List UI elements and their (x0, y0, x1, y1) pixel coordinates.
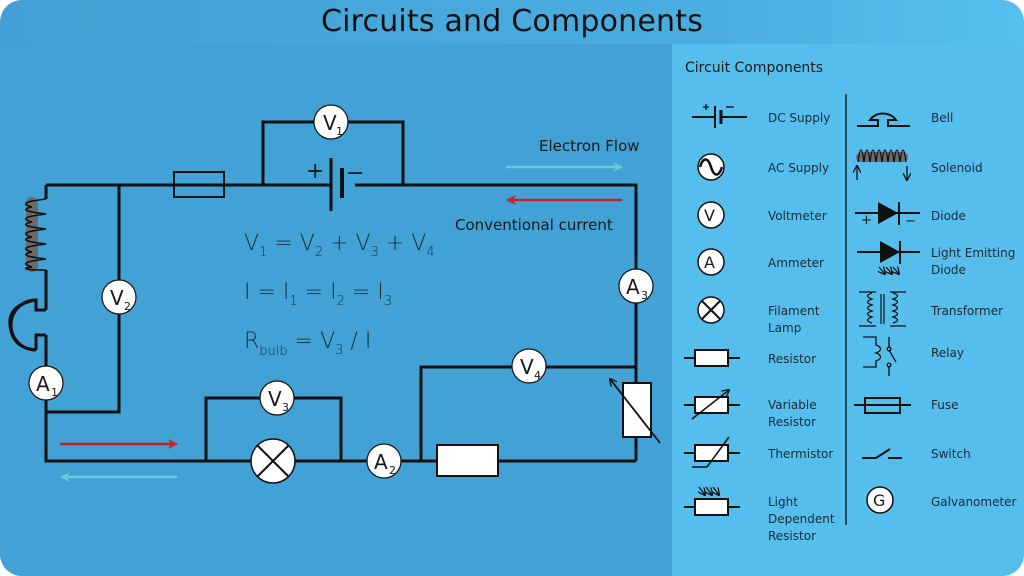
transformer-icon (859, 291, 906, 327)
thermistor-icon (684, 436, 740, 468)
components-panel (672, 44, 1024, 576)
label-filament-lamp-1: Filament (768, 304, 820, 318)
label-fuse: Fuse (931, 398, 959, 412)
label-variable-resistor-1: Variable (768, 398, 817, 412)
label-relay: Relay (931, 346, 964, 360)
equation-resistance: Rbulb = V3 / I (244, 329, 371, 359)
svg-text:V: V (268, 387, 282, 411)
svg-text:3: 3 (641, 289, 648, 302)
fuse-component (173, 171, 225, 198)
label-bell: Bell (931, 111, 953, 125)
svg-text:+: + (861, 213, 872, 228)
label-ldr-1: Light (768, 495, 798, 509)
label-voltmeter: Voltmeter (768, 209, 827, 223)
svg-text:A: A (704, 253, 715, 272)
voltmeter-v4: V 4 (511, 348, 547, 384)
bell-component (8, 298, 46, 352)
filament-lamp-icon (697, 296, 725, 324)
svg-text:A: A (36, 372, 50, 396)
variable-resistor-icon (684, 390, 740, 420)
ammeter-a2: A 2 (366, 443, 402, 479)
filament-lamp-component (250, 438, 296, 484)
svg-text:2: 2 (389, 464, 396, 477)
battery-component (329, 158, 355, 211)
conventional-current-label: Conventional current (455, 216, 613, 234)
label-transformer: Transformer (930, 304, 1003, 318)
svg-text:V: V (110, 286, 124, 310)
legend-heading: Circuit Components (685, 60, 823, 76)
label-switch: Switch (931, 447, 971, 461)
voltmeter-v2: V 2 (101, 279, 137, 315)
page-title: Circuits and Components (320, 4, 704, 39)
resistor-component (436, 444, 499, 477)
label-solenoid: Solenoid (931, 161, 983, 175)
ammeter-a1: A 1 (28, 365, 64, 401)
electron-flow-label: Electron Flow (539, 137, 640, 155)
svg-text:V: V (323, 111, 337, 135)
led-icon (857, 241, 920, 274)
svg-text:G: G (873, 491, 885, 510)
label-galvanometer: Galvanometer (931, 495, 1017, 509)
svg-text:4: 4 (534, 369, 541, 382)
label-ammeter: Ammeter (768, 256, 824, 270)
equation-voltage: V1 = V2 + V3 + V4 (244, 231, 435, 260)
relay-icon (863, 336, 897, 376)
label-filament-lamp-2: Lamp (768, 321, 801, 335)
ldr-icon (684, 486, 740, 516)
variable-resistor-component (610, 379, 661, 444)
dc-supply-icon (692, 104, 747, 128)
svg-text:1: 1 (336, 125, 343, 138)
svg-text:3: 3 (282, 401, 289, 414)
resistor-icon (684, 349, 740, 367)
label-led-1: Light Emitting (931, 246, 1015, 260)
label-ldr-3: Resistor (768, 529, 816, 543)
ac-supply-icon (697, 153, 725, 181)
label-dc-supply: DC Supply (768, 111, 830, 125)
ammeter-icon: A (697, 248, 725, 276)
ammeter-a3: A 3 (618, 268, 654, 304)
svg-text:1: 1 (51, 386, 58, 399)
voltmeter-v3: V 3 (259, 380, 295, 416)
galvanometer-icon: G (866, 486, 894, 514)
fuse-icon (854, 397, 911, 414)
svg-text:V: V (704, 206, 715, 225)
battery-minus: − (346, 161, 364, 186)
equation-current: I = I1 = I2 = I3 (244, 280, 392, 309)
label-led-2: Diode (931, 263, 966, 277)
switch-icon (862, 448, 902, 459)
diode-icon: + − (855, 202, 920, 229)
solenoid-icon (856, 149, 908, 180)
label-resistor: Resistor (768, 352, 816, 366)
svg-text:−: − (905, 214, 916, 229)
label-variable-resistor-2: Resistor (768, 415, 816, 429)
svg-text:A: A (626, 275, 640, 299)
voltmeter-v1: V 1 (313, 104, 349, 140)
label-diode: Diode (931, 209, 966, 223)
solenoid-component (25, 197, 47, 272)
svg-text:2: 2 (124, 300, 131, 313)
label-ac-supply: AC Supply (768, 161, 829, 175)
label-thermistor: Thermistor (767, 447, 833, 461)
label-ldr-2: Dependent (768, 512, 835, 526)
battery-plus: + (306, 159, 324, 184)
svg-text:A: A (374, 450, 388, 474)
svg-text:V: V (520, 355, 534, 379)
bell-icon (857, 112, 910, 127)
legend-labels: DC Supply AC Supply Voltmeter Ammeter Fi… (767, 111, 1017, 543)
voltmeter-icon: V (697, 201, 725, 229)
